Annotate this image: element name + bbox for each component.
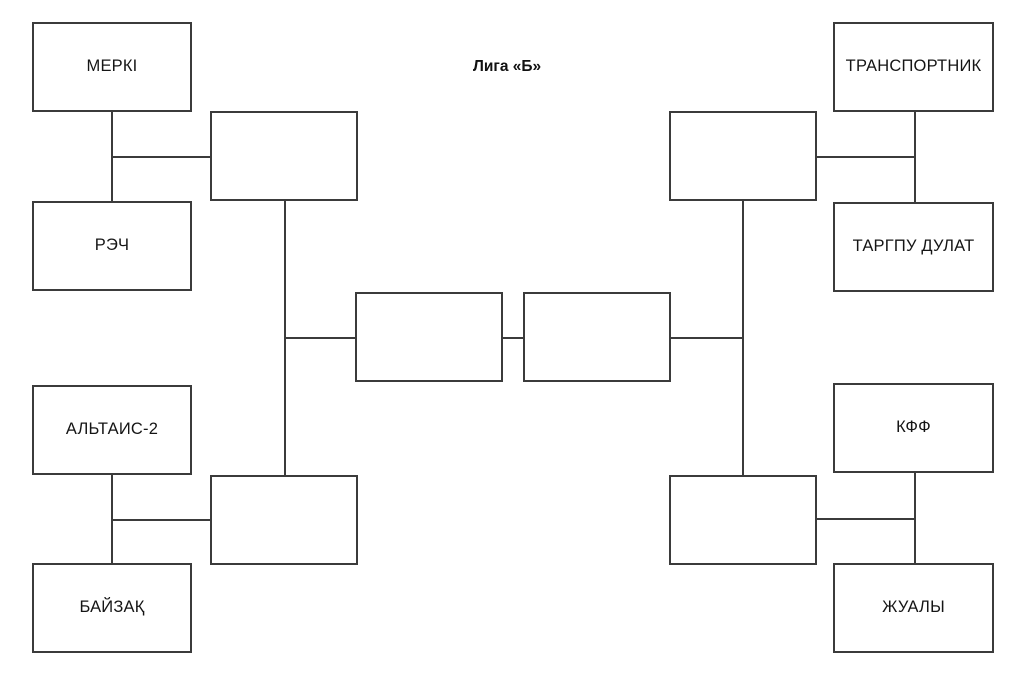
- connector-left-semifinals-to-final: [284, 337, 357, 339]
- team-box-kff[interactable]: КФФ: [833, 383, 994, 473]
- team-box-targpu-dulat[interactable]: ТАРГПУ ДУЛАТ: [833, 202, 994, 292]
- connector-transportnik-targpu-to-semifinal: [815, 156, 916, 158]
- connector-left-semifinals-vertical: [284, 201, 286, 477]
- connector-final-left-to-final-right: [503, 337, 523, 339]
- semifinal-box-top-right[interactable]: [669, 111, 817, 201]
- connector-kff-zhualy-vertical: [914, 473, 916, 563]
- semifinal-box-bottom-left[interactable]: [210, 475, 358, 565]
- connector-altais-baizaq-to-semifinal: [111, 519, 212, 521]
- final-box-left[interactable]: [355, 292, 503, 382]
- team-box-merki[interactable]: МЕРКІ: [32, 22, 192, 112]
- team-box-altais-2[interactable]: АЛЬТАИС-2: [32, 385, 192, 475]
- team-box-transportnik[interactable]: ТРАНСПОРТНИК: [833, 22, 994, 112]
- connector-kff-zhualy-to-semifinal: [815, 518, 916, 520]
- team-box-baizaq[interactable]: БАЙЗАҚ: [32, 563, 192, 653]
- semifinal-box-bottom-right[interactable]: [669, 475, 817, 565]
- connector-merki-rech-to-semifinal: [111, 156, 212, 158]
- connector-right-semifinals-vertical: [742, 201, 744, 477]
- team-box-zhualy[interactable]: ЖУАЛЫ: [833, 563, 994, 653]
- connector-transportnik-targpu-vertical: [914, 112, 916, 203]
- page-title: Лига «Б»: [473, 58, 542, 75]
- team-box-rech[interactable]: РЭЧ: [32, 201, 192, 291]
- semifinal-box-top-left[interactable]: [210, 111, 358, 201]
- final-box-right[interactable]: [523, 292, 671, 382]
- connector-right-semifinals-to-final: [671, 337, 744, 339]
